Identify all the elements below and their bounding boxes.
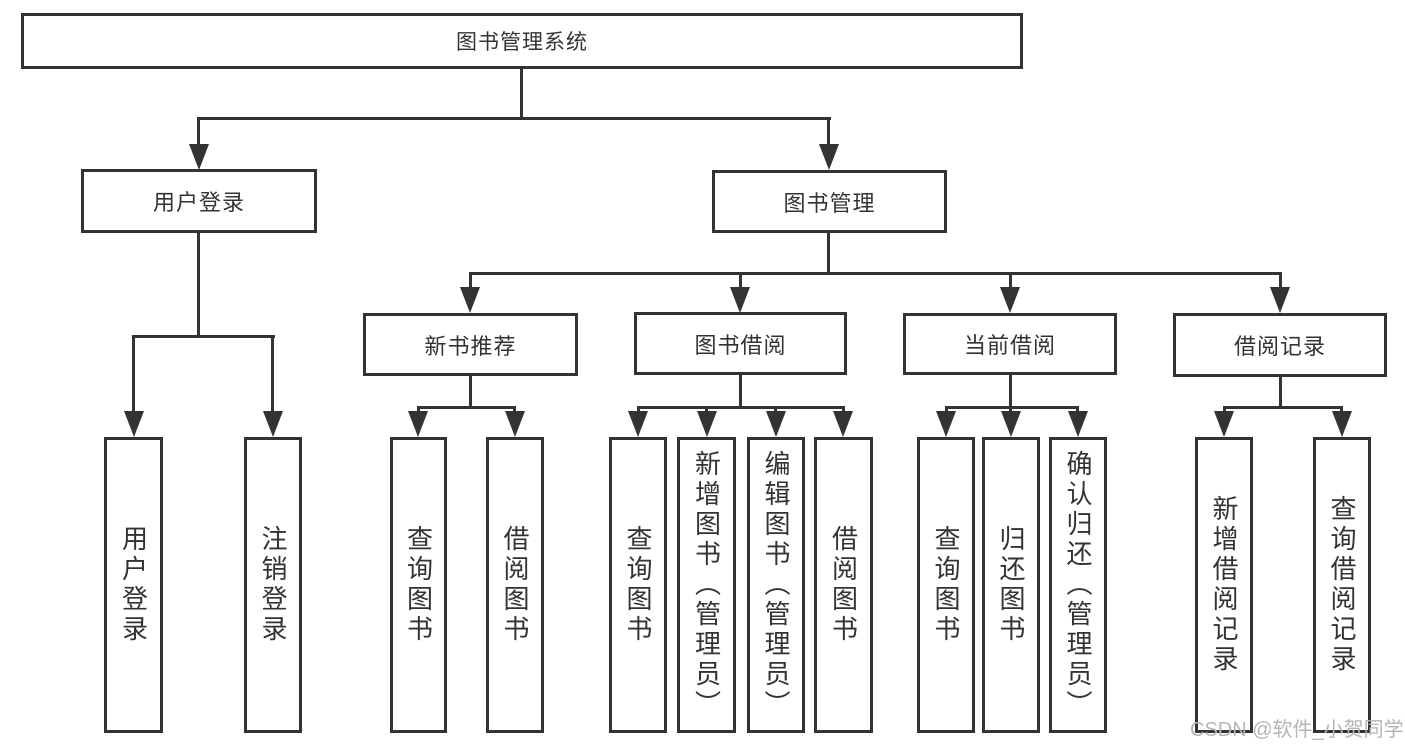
node-label: 查询借阅记录 — [1327, 495, 1357, 675]
arrow-down-icon — [1332, 411, 1352, 437]
connector-vertical — [945, 406, 948, 412]
connector-vertical — [774, 406, 777, 412]
leaf-nb-borrow-books: 借阅图书 — [486, 437, 544, 733]
connector-vertical — [1009, 406, 1012, 412]
connector-vertical — [513, 406, 516, 412]
connector-vertical — [739, 272, 742, 288]
connector-vertical — [1279, 377, 1282, 408]
node-book-management: 图书管理 — [712, 170, 947, 233]
leaf-cb-confirm-return-admin: 确认归还（管理员） — [1049, 437, 1107, 733]
node-label: 新增借阅记录 — [1209, 495, 1239, 675]
connector-vertical — [197, 117, 200, 145]
node-label: 查询图书 — [931, 525, 961, 645]
connector-vertical — [520, 69, 523, 117]
node-book-borrowing: 图书借阅 — [634, 312, 847, 375]
connector-vertical — [197, 233, 200, 337]
arrow-down-icon — [1270, 287, 1290, 313]
node-borrow-records: 借阅记录 — [1173, 313, 1387, 377]
leaf-bb-borrow-books: 借阅图书 — [814, 437, 873, 733]
leaf-bb-query-books: 查询图书 — [609, 437, 667, 733]
node-user-login: 用户登录 — [81, 169, 317, 233]
node-label: 图书借阅 — [694, 332, 787, 358]
arrow-down-icon — [263, 411, 283, 437]
connector-vertical — [132, 335, 135, 412]
node-label: 注销登录 — [258, 525, 288, 645]
node-label: 查询图书 — [403, 525, 434, 645]
arrow-down-icon — [819, 144, 839, 170]
leaf-logout: 注销登录 — [244, 437, 302, 733]
arrow-down-icon — [505, 411, 525, 437]
leaf-bb-edit-books-admin: 编辑图书（管理员） — [747, 437, 805, 733]
connector-vertical — [469, 272, 472, 288]
connector-vertical — [271, 335, 274, 412]
connector-vertical — [1009, 272, 1012, 288]
node-label: 新书推荐 — [424, 333, 517, 359]
connector-horizontal — [1223, 406, 1343, 409]
node-label: 新增图书（管理员） — [691, 450, 722, 720]
arrow-down-icon — [124, 411, 144, 437]
connector-vertical — [1340, 406, 1343, 412]
connector-vertical — [705, 406, 708, 412]
arrow-down-icon — [833, 411, 853, 437]
node-label: 当前借阅 — [963, 333, 1056, 358]
node-label: 借阅图书 — [500, 525, 530, 645]
arrow-down-icon — [1001, 411, 1021, 437]
connector-vertical — [469, 376, 472, 408]
connector-horizontal — [637, 406, 845, 409]
node-label: 编辑图书（管理员） — [761, 450, 791, 720]
node-current-borrowing: 当前借阅 — [903, 313, 1117, 375]
node-label: 用户登录 — [152, 190, 245, 215]
arrow-down-icon — [1068, 411, 1088, 437]
node-label: 借阅记录 — [1233, 334, 1326, 359]
arrow-down-icon — [766, 411, 786, 437]
arrow-down-icon — [460, 287, 480, 313]
node-label: 借阅图书 — [828, 525, 859, 645]
leaf-br-query-borrow-record: 查询借阅记录 — [1313, 437, 1371, 733]
node-new-book-recommend: 新书推荐 — [363, 313, 578, 376]
node-label: 用户登录 — [118, 525, 149, 645]
connector-vertical — [1009, 375, 1012, 408]
connector-vertical — [417, 406, 420, 412]
arrow-down-icon — [1214, 411, 1234, 437]
connector-vertical — [1223, 406, 1226, 412]
node-label: 查询图书 — [623, 525, 653, 645]
connector-horizontal — [469, 272, 1282, 275]
connector-horizontal — [945, 406, 1079, 409]
connector-horizontal — [417, 406, 516, 409]
connector-vertical — [1279, 272, 1282, 288]
watermark: CSDN @软件_小贺同学 — [1190, 719, 1404, 741]
node-label: 归还图书 — [996, 525, 1026, 645]
leaf-nb-query-books: 查询图书 — [390, 437, 447, 733]
node-label: 确认归还（管理员） — [1063, 450, 1093, 720]
connector-horizontal — [197, 117, 831, 120]
arrow-down-icon — [936, 411, 956, 437]
connector-vertical — [637, 406, 640, 412]
arrow-down-icon — [189, 144, 209, 170]
connector-horizontal — [132, 335, 275, 338]
connector-vertical — [842, 406, 845, 412]
leaf-br-add-borrow-record: 新增借阅记录 — [1195, 437, 1253, 733]
arrow-down-icon — [408, 411, 428, 437]
arrow-down-icon — [1000, 287, 1020, 313]
leaf-bb-add-books-admin: 新增图书（管理员） — [677, 437, 736, 733]
node-label: 图书管理 — [783, 190, 876, 216]
arrow-down-icon — [628, 411, 648, 437]
leaf-cb-return-books: 归还图书 — [982, 437, 1040, 733]
connector-vertical — [1076, 406, 1079, 412]
leaf-user-login: 用户登录 — [104, 437, 163, 733]
connector-vertical — [827, 233, 830, 274]
connector-vertical — [739, 375, 742, 408]
connector-vertical — [827, 117, 830, 145]
arrow-down-icon — [697, 411, 717, 437]
leaf-cb-query-books: 查询图书 — [917, 437, 975, 733]
arrow-down-icon — [730, 287, 750, 313]
node-label: 图书管理系统 — [456, 31, 588, 54]
node-library-system: 图书管理系统 — [21, 13, 1023, 69]
